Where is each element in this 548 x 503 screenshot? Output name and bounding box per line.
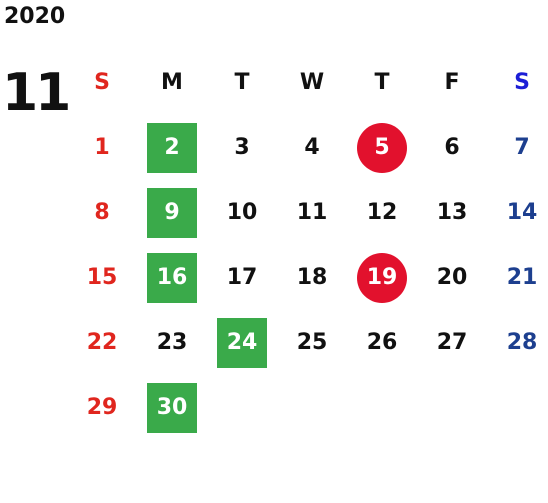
weekday-header-wed: W — [299, 70, 325, 95]
day-cell: 18 — [277, 245, 347, 310]
weekday-header-mon: M — [161, 70, 183, 95]
day-cell: 13 — [417, 180, 487, 245]
day-number: 23 — [156, 330, 188, 355]
day-number: 18 — [296, 265, 328, 290]
day-cell: 28 — [487, 310, 548, 375]
year-label: 2020 — [4, 4, 66, 29]
day-cell: 7 — [487, 115, 548, 180]
day-number: 3 — [234, 135, 250, 160]
day-cell: 21 — [487, 245, 548, 310]
day-cell: 14 — [487, 180, 548, 245]
day-number: 17 — [226, 265, 258, 290]
day-number: 22 — [86, 330, 118, 355]
day-cell-highlighted: 30 — [137, 375, 207, 440]
day-number: 24 — [217, 317, 267, 368]
weekday-header-sat: S — [514, 70, 530, 95]
day-number: 26 — [366, 330, 398, 355]
day-number: 5 — [357, 122, 407, 173]
weekday-header-thu: T — [374, 70, 390, 95]
day-number: 29 — [86, 395, 118, 420]
day-number: 6 — [444, 135, 460, 160]
weekday-header-tue: T — [234, 70, 250, 95]
day-cell: 3 — [207, 115, 277, 180]
day-number: 1 — [94, 135, 110, 160]
day-cell-circled: 5 — [347, 115, 417, 180]
day-number: 7 — [514, 135, 530, 160]
day-number: 12 — [366, 200, 398, 225]
day-cell: 1 — [67, 115, 137, 180]
day-cell: 17 — [207, 245, 277, 310]
day-number: 14 — [506, 200, 538, 225]
day-number: 15 — [86, 265, 118, 290]
day-number: 27 — [436, 330, 468, 355]
day-cell: 26 — [347, 310, 417, 375]
day-cell-circled: 19 — [347, 245, 417, 310]
day-number: 2 — [147, 122, 197, 173]
day-cell-highlighted: 24 — [207, 310, 277, 375]
month-number: 11 — [2, 63, 71, 123]
day-number: 28 — [506, 330, 538, 355]
day-number: 16 — [147, 252, 197, 303]
day-cell: 12 — [347, 180, 417, 245]
day-cell: 6 — [417, 115, 487, 180]
day-cell: 29 — [67, 375, 137, 440]
day-cell-highlighted: 2 — [137, 115, 207, 180]
day-cell: 15 — [67, 245, 137, 310]
day-number: 25 — [296, 330, 328, 355]
day-number: 4 — [304, 135, 320, 160]
day-cell: 11 — [277, 180, 347, 245]
day-cell: 25 — [277, 310, 347, 375]
day-number: 21 — [506, 265, 538, 290]
weekday-header-sun: S — [94, 70, 110, 95]
day-cell: 4 — [277, 115, 347, 180]
day-cell: 10 — [207, 180, 277, 245]
day-number: 11 — [296, 200, 328, 225]
day-cell: 20 — [417, 245, 487, 310]
day-number: 30 — [147, 382, 197, 433]
day-cell: 8 — [67, 180, 137, 245]
day-number: 8 — [94, 200, 110, 225]
day-number: 20 — [436, 265, 468, 290]
day-cell: 22 — [67, 310, 137, 375]
day-number: 19 — [357, 252, 407, 303]
day-cell-highlighted: 16 — [137, 245, 207, 310]
calendar-grid: S M T W T F S 1 2 3 4 5 6 7 8 9 10 11 12… — [67, 50, 548, 440]
day-number: 9 — [147, 187, 197, 238]
day-number: 10 — [226, 200, 258, 225]
day-cell: 27 — [417, 310, 487, 375]
day-cell: 23 — [137, 310, 207, 375]
day-cell-highlighted: 9 — [137, 180, 207, 245]
weekday-header-fri: F — [444, 70, 460, 95]
day-number: 13 — [436, 200, 468, 225]
